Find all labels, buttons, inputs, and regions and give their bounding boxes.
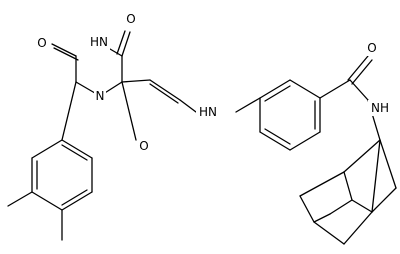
atom-o-top: O bbox=[125, 11, 137, 27]
atom-o-left: O bbox=[36, 35, 48, 51]
atom-label-o-amide: O bbox=[367, 41, 376, 55]
atom-label-hn-linker: HN bbox=[199, 105, 217, 119]
atom-nh-amide: NH bbox=[368, 100, 392, 116]
atom-o-amide: O bbox=[366, 40, 378, 56]
atom-label-o-lower: O bbox=[139, 139, 148, 153]
atom-label-hn-ring: HN bbox=[90, 35, 108, 49]
atom-label-nh-amide: NH bbox=[371, 101, 389, 115]
atom-n-ring: N bbox=[94, 88, 106, 104]
atom-o-lower: O bbox=[138, 138, 150, 154]
atom-label-o-top: O bbox=[126, 12, 135, 26]
atom-hn-ring: HN bbox=[88, 34, 110, 50]
atom-label-n-ring: N bbox=[96, 89, 105, 103]
atom-hn-linker: HN bbox=[196, 104, 220, 120]
atom-label-o-left: O bbox=[37, 36, 46, 50]
atom-labels: O HN O N O HN O NH bbox=[36, 11, 392, 154]
bond-lines bbox=[7, 30, 397, 245]
